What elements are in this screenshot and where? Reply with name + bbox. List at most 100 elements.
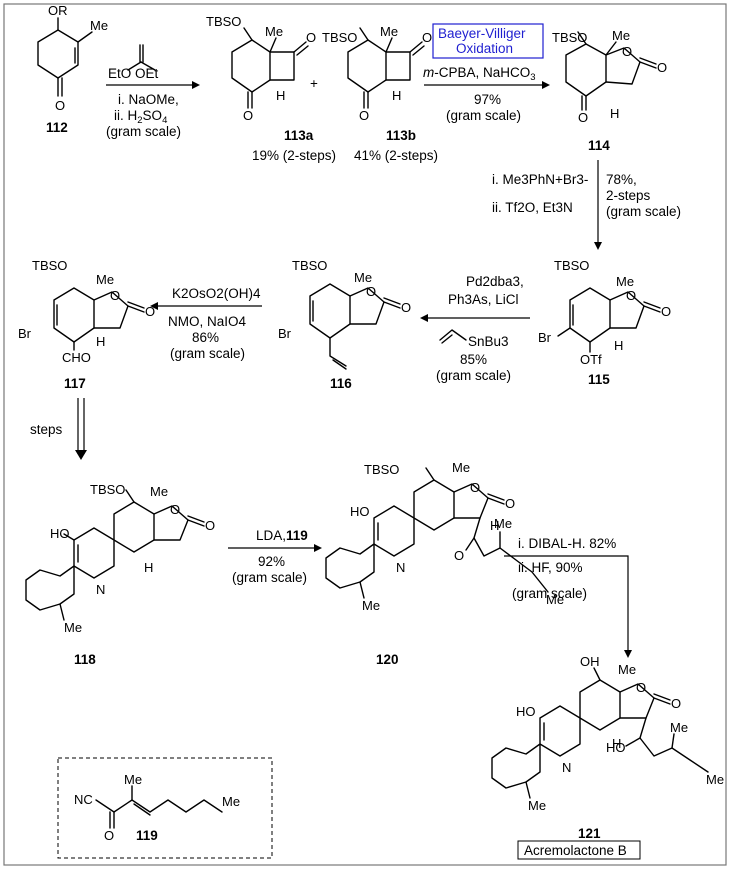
molecule-113a: TBSO Me O O H 113a 19% (2-steps) — [206, 14, 336, 163]
step3-line2: ii. Tf2O, Et3N — [492, 200, 573, 215]
step1-reagent: EtO OEt — [108, 66, 159, 81]
118-TBSO: TBSO — [90, 482, 125, 497]
baeyer-villiger-line2: Oxidation — [456, 41, 513, 56]
compound-label-113b: 113b — [386, 128, 416, 143]
113a-Me: Me — [265, 24, 283, 39]
molecule-117: TBSO Me O O Br CHO H 117 — [18, 258, 155, 391]
119-Me-top: Me — [124, 772, 142, 787]
118-O-ring: O — [170, 502, 180, 517]
molecule-120: TBSO Me O O HO N H O Me Me Me 120 — [325, 460, 564, 667]
115-OTf: OTf — [580, 352, 602, 367]
117-CHO: CHO — [62, 350, 91, 365]
compound-label-112: 112 — [46, 120, 68, 135]
step7-line3: (gram scale) — [232, 570, 307, 585]
115-TBSO: TBSO — [554, 258, 589, 273]
121-O-ring: O — [636, 680, 646, 695]
113a-H: H — [276, 88, 285, 103]
120-O-carbonyl: O — [505, 496, 515, 511]
ketene-acetal-reagent: EtO OEt — [108, 44, 159, 81]
120-TBSO: TBSO — [364, 462, 399, 477]
117-TBSO: TBSO — [32, 258, 67, 273]
116-O-ring: O — [366, 284, 376, 299]
step7-line1: LDA,119 — [256, 528, 308, 543]
step1-line2: ii. H2SO4 — [114, 108, 167, 126]
molecule-112: OR Me O 112 — [37, 3, 108, 135]
116-Me: Me — [354, 270, 372, 285]
yield-113b: 41% (2-steps) — [354, 148, 438, 163]
arrowhead-step3 — [594, 242, 602, 250]
114-Me: Me — [612, 28, 630, 43]
scheme-frame — [3, 3, 727, 866]
step3-yield1: 78%, — [606, 172, 637, 187]
step5-line2: NMO, NaIO4 — [168, 314, 247, 329]
compound-label-117: 117 — [64, 376, 86, 391]
114-O-ring: O — [622, 44, 632, 59]
115-O-ring: O — [626, 288, 636, 303]
120-O-ring: O — [470, 480, 480, 495]
compound-label-116: 116 — [330, 376, 352, 391]
step4-line5: (gram scale) — [436, 368, 511, 383]
molecule-114: TBSO Me O O O H 114 — [552, 28, 667, 153]
step3-yield2: 2-steps — [606, 188, 651, 203]
115-Me: Me — [616, 274, 634, 289]
step4-line2: Ph3As, LiCl — [448, 292, 519, 307]
120-N: N — [396, 560, 405, 575]
step8-line1: i. DIBAL-H. 82% — [518, 536, 616, 551]
117-O-carbonyl: O — [145, 304, 155, 319]
molecule-115: TBSO Me O O Br OTf H 115 — [538, 258, 671, 387]
arrowhead-step2 — [542, 81, 550, 89]
113b-H: H — [392, 88, 401, 103]
compound-label-120: 120 — [376, 652, 399, 667]
arrowhead-step5 — [150, 302, 158, 310]
118-HO: HO — [50, 526, 70, 541]
114-TBSO: TBSO — [552, 30, 587, 45]
molecule-121: OH Me O O HO N H HO Me Me Me 121 — [491, 654, 724, 841]
compound-label-118: 118 — [74, 652, 96, 667]
baeyer-villiger-line1: Baeyer-Villiger — [438, 26, 526, 41]
step4-line4: 85% — [460, 352, 487, 367]
compound-label-114: 114 — [588, 138, 610, 153]
113a-TBSO: TBSO — [206, 14, 241, 29]
step1-line1: i. NaOMe, — [118, 92, 179, 107]
step5-line1: K2OsO2(OH)4 — [172, 286, 261, 301]
113b-O-ring: O — [359, 108, 369, 123]
113b-TBSO: TBSO — [322, 30, 357, 45]
step3-line1: i. Me3PhN+Br3- — [492, 172, 588, 187]
molecule-116: TBSO Me O O Br 116 — [278, 258, 411, 391]
113b-O-ketone: O — [422, 30, 432, 45]
atom-Me: Me — [90, 18, 108, 33]
119-O: O — [104, 828, 114, 843]
arrow-step8 — [504, 555, 629, 654]
reagent-119-box — [57, 757, 273, 859]
120-Me-top: Me — [452, 460, 470, 475]
121-Me-chain: Me — [706, 772, 724, 787]
114-O-ketone: O — [578, 110, 588, 125]
113b-Me: Me — [380, 24, 398, 39]
120-Me-chain: Me — [546, 592, 564, 607]
step7-line2: 92% — [258, 554, 285, 569]
116-TBSO: TBSO — [292, 258, 327, 273]
step5-line3: 86% — [192, 330, 219, 345]
119-NC: NC — [74, 792, 93, 807]
baeyer-villiger-box — [432, 23, 544, 59]
step2-line3: (gram scale) — [446, 108, 521, 123]
arrowhead-step6 — [75, 450, 87, 460]
compound-label-115: 115 — [588, 372, 610, 387]
113a-O-ring: O — [243, 108, 253, 123]
118-H: H — [144, 560, 153, 575]
118-Me-aryl: Me — [64, 620, 82, 635]
compound-label-113a: 113a — [284, 128, 314, 143]
116-Br: Br — [278, 326, 292, 341]
121-OH: OH — [580, 654, 600, 669]
vinyl-reagent-bond — [439, 329, 467, 341]
step8-line3: (gram scale) — [512, 586, 587, 601]
atom-OR: OR — [48, 3, 68, 18]
120-Me-side: Me — [494, 516, 512, 531]
arrowhead-step7 — [314, 544, 322, 552]
118-N: N — [96, 582, 105, 597]
117-Br: Br — [18, 326, 32, 341]
step2-line1: m-CPBA, NaHCO3 — [423, 65, 536, 83]
117-O-ring: O — [110, 288, 120, 303]
arrowhead-step1 — [192, 81, 200, 89]
